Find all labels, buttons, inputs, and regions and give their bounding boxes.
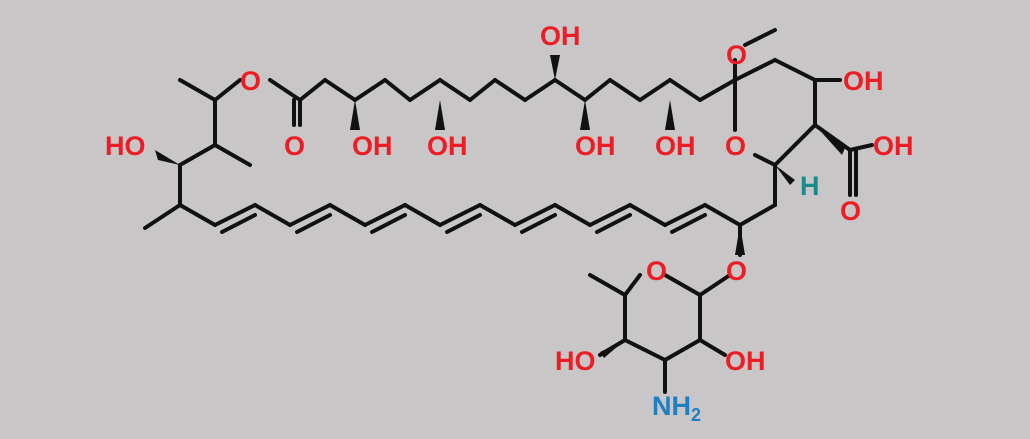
label-oh-chain-3: OH bbox=[575, 131, 616, 161]
label-ester-o: O bbox=[240, 66, 261, 96]
label-oh-top-right: OH bbox=[843, 66, 884, 96]
label-glycosidic-o: O bbox=[726, 256, 747, 286]
label-sugar-ho: HO bbox=[555, 346, 596, 376]
label-oh-top-center: OH bbox=[540, 21, 581, 51]
label-ring-o: O bbox=[725, 131, 746, 161]
label-carbonyl-o: O bbox=[284, 131, 305, 161]
bonds bbox=[143, 28, 874, 394]
label-cooh-oh: OH bbox=[873, 131, 914, 161]
label-ho-left: HO bbox=[105, 131, 146, 161]
label-oh-chain-1: OH bbox=[352, 131, 393, 161]
label-oh-chain-4: OH bbox=[655, 131, 696, 161]
label-sugar-oh: OH bbox=[725, 346, 766, 376]
label-amine-nh: NH2 bbox=[652, 391, 701, 425]
label-cooh-o: O bbox=[840, 196, 861, 226]
label-sugar-ring-o: O bbox=[646, 256, 667, 286]
atom-labels: OH O OH O O OH OH OH OH HO O OH O H O O … bbox=[105, 21, 914, 425]
label-h-stereo: H bbox=[800, 171, 820, 201]
stereo-wedges bbox=[155, 55, 845, 358]
label-methoxy-o: O bbox=[726, 40, 747, 70]
label-oh-chain-2: OH bbox=[427, 131, 468, 161]
